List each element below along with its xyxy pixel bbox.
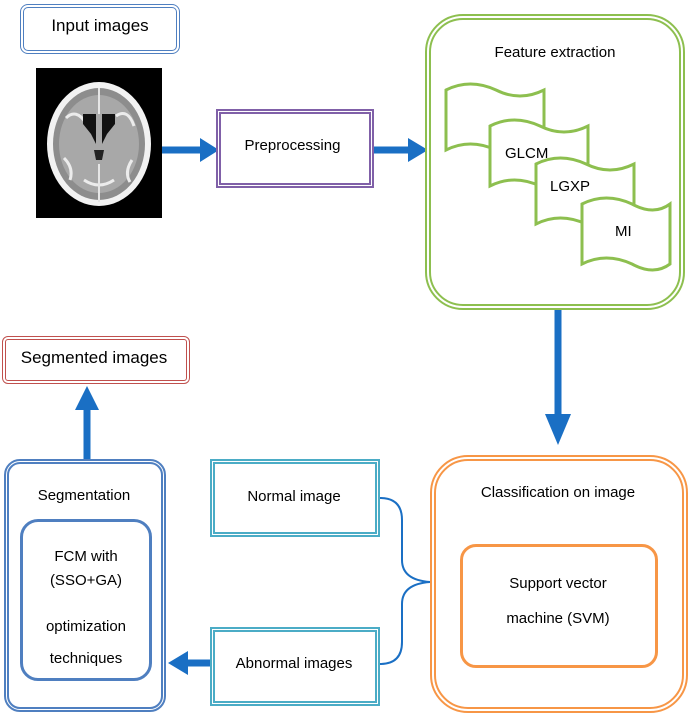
segmented-images-box <box>2 336 190 384</box>
brace-connector <box>379 497 431 665</box>
mi-label: MI <box>615 223 632 240</box>
preprocessing-label: Preprocessing <box>244 137 341 154</box>
fcm-label-line1: FCM with <box>54 548 118 565</box>
svm-label-line1: Support vector <box>509 575 607 592</box>
arrow-abnormal-to-segmentation <box>168 651 210 675</box>
segmented-images-label: Segmented images <box>20 348 168 367</box>
arrow-feature-to-classification <box>545 308 571 445</box>
feature-extraction-label: Feature extraction <box>494 44 616 61</box>
svm-label-line2: machine (SVM) <box>506 610 610 627</box>
input-images-label: Input images <box>51 16 149 35</box>
normal-image-label: Normal image <box>247 488 341 505</box>
fcm-label-line2: (SSO+GA) <box>49 572 123 589</box>
lgxp-label: LGXP <box>550 178 591 195</box>
arrow-input-to-preprocessing <box>162 138 219 162</box>
input-images-box <box>20 4 180 54</box>
abnormal-images-label: Abnormal images <box>235 655 353 672</box>
arrow-segmentation-to-segmented <box>75 386 99 459</box>
fcm-label-line3: optimization <box>45 618 127 635</box>
arrow-preprocessing-to-feature <box>373 138 428 162</box>
preprocessing-box <box>216 109 374 188</box>
glcm-label: GLCM <box>505 145 549 162</box>
classification-label: Classification on image <box>480 484 636 501</box>
feature-docs-icon <box>444 82 672 272</box>
fcm-label-line4: techniques <box>49 650 123 667</box>
brain-mri-image <box>36 68 162 218</box>
abnormal-images-box <box>210 627 380 706</box>
fcm-box: FCM with (SSO+GA) optimization technique… <box>20 519 152 681</box>
segmentation-label: Segmentation <box>37 487 131 504</box>
normal-image-box <box>210 459 380 537</box>
svm-box <box>460 544 658 668</box>
